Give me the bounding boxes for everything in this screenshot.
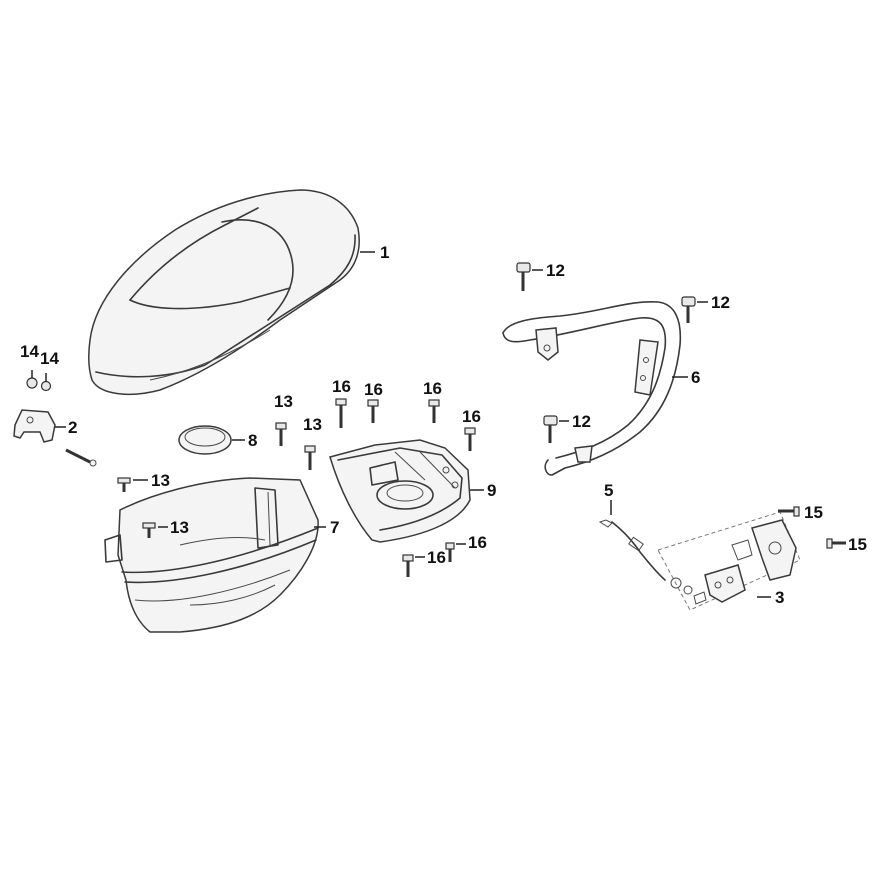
bolt-12-b <box>681 296 708 323</box>
callout-16-c: 16 <box>423 379 442 398</box>
callout-9: 9 <box>487 481 496 500</box>
inner-tray-part <box>329 439 484 543</box>
callout-5: 5 <box>604 481 613 500</box>
hinge-pin-part <box>65 448 97 467</box>
bolt-12-a <box>516 262 543 291</box>
callout-13-b: 13 <box>303 415 322 434</box>
screw-16-a <box>335 398 347 428</box>
screw-15-a <box>778 506 800 517</box>
storage-box-part <box>104 477 326 633</box>
callout-12-a: 12 <box>546 261 565 280</box>
cap-part <box>178 425 245 455</box>
callout-6: 6 <box>691 368 700 387</box>
nut-part <box>26 370 52 392</box>
hinge-bracket-part <box>13 409 66 443</box>
screw-16-e <box>402 554 425 577</box>
screw-13-a <box>275 422 287 446</box>
callout-3: 3 <box>775 588 784 607</box>
callout-15-a: 15 <box>804 503 823 522</box>
screw-13-c <box>117 477 148 492</box>
callout-13-a: 13 <box>274 392 293 411</box>
seat-lock-cable-part <box>598 500 666 581</box>
callout-16-a: 16 <box>332 377 351 396</box>
screw-16-f <box>445 542 466 562</box>
screw-13-d <box>142 522 168 538</box>
callout-12-c: 12 <box>572 412 591 431</box>
callout-14-b: 14 <box>40 349 59 368</box>
callout-16-e: 16 <box>427 548 446 567</box>
callout-7: 7 <box>330 518 339 537</box>
screw-15-b <box>826 538 846 549</box>
seat-lock-assembly-part <box>657 511 801 611</box>
callout-16-f: 16 <box>468 533 487 552</box>
grab-rail-part <box>502 300 688 476</box>
screw-16-b <box>367 399 379 423</box>
seat-part <box>87 189 375 396</box>
bolt-12-c <box>543 415 569 443</box>
screw-13-b <box>304 445 316 470</box>
callout-16-b: 16 <box>364 380 383 399</box>
callout-14-a: 14 <box>20 342 39 361</box>
callout-1: 1 <box>380 243 389 262</box>
callout-2: 2 <box>68 418 77 437</box>
callout-13-c: 13 <box>151 471 170 490</box>
screw-16-d <box>464 427 476 451</box>
callout-12-b: 12 <box>711 293 730 312</box>
callout-15-b: 15 <box>848 535 867 554</box>
callout-8: 8 <box>248 431 257 450</box>
screw-16-c <box>428 399 440 423</box>
callout-13-d: 13 <box>170 518 189 537</box>
callout-16-d: 16 <box>462 407 481 426</box>
